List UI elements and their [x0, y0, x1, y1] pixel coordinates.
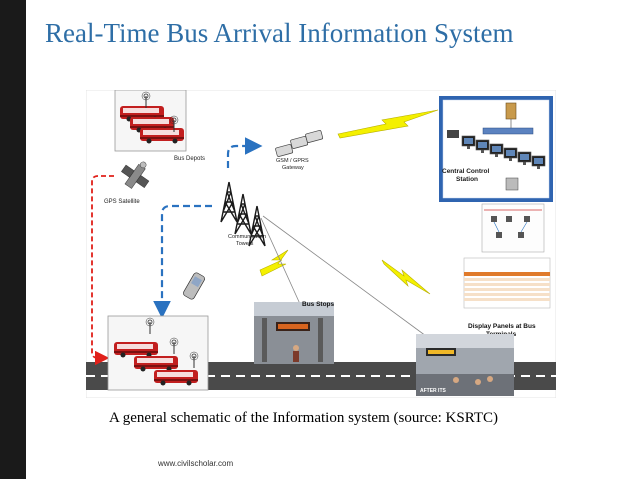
- terminal-sign-text: AFTER ITS: [420, 388, 446, 394]
- terminal-photo: AFTER ITS: [416, 334, 514, 396]
- gsm-gateway-devices: [275, 130, 324, 157]
- bus-stop-photo: [254, 302, 334, 364]
- wireless-signals: [259, 109, 439, 295]
- bus-depot-image: [114, 90, 187, 152]
- central-control-station: [439, 96, 553, 202]
- footer-url: www.civilscholar.com: [158, 459, 234, 468]
- arrival-table-image: [463, 257, 551, 309]
- gsm-gateway-label: GSM / GPRS Gateway: [276, 158, 310, 171]
- buses-on-road-image: [107, 315, 209, 391]
- slide-title: Real-Time Bus Arrival Information System: [45, 18, 514, 48]
- gps-satellite-label: GPS Satellite: [104, 199, 140, 205]
- bus-depots-label: Bus Depots: [174, 156, 205, 162]
- bus-stops-label: Bus Stops: [302, 301, 335, 308]
- system-schematic: Bus Depots GPS Satellite GSM / GPRS Gate…: [86, 90, 556, 398]
- mobile-phone-icon: [183, 272, 205, 300]
- diagram-caption: A general schematic of the Information s…: [109, 410, 498, 426]
- network-schematic-image: [481, 203, 545, 253]
- data-links: [153, 137, 263, 319]
- slide-left-bar: [0, 0, 26, 479]
- gps-link: [91, 175, 114, 366]
- gps-satellite-icon: [121, 161, 150, 189]
- communication-towers-label: Communication Towers: [228, 234, 268, 247]
- tower-signal-lines: [260, 215, 427, 337]
- central-control-label: Central Control Station: [442, 168, 491, 183]
